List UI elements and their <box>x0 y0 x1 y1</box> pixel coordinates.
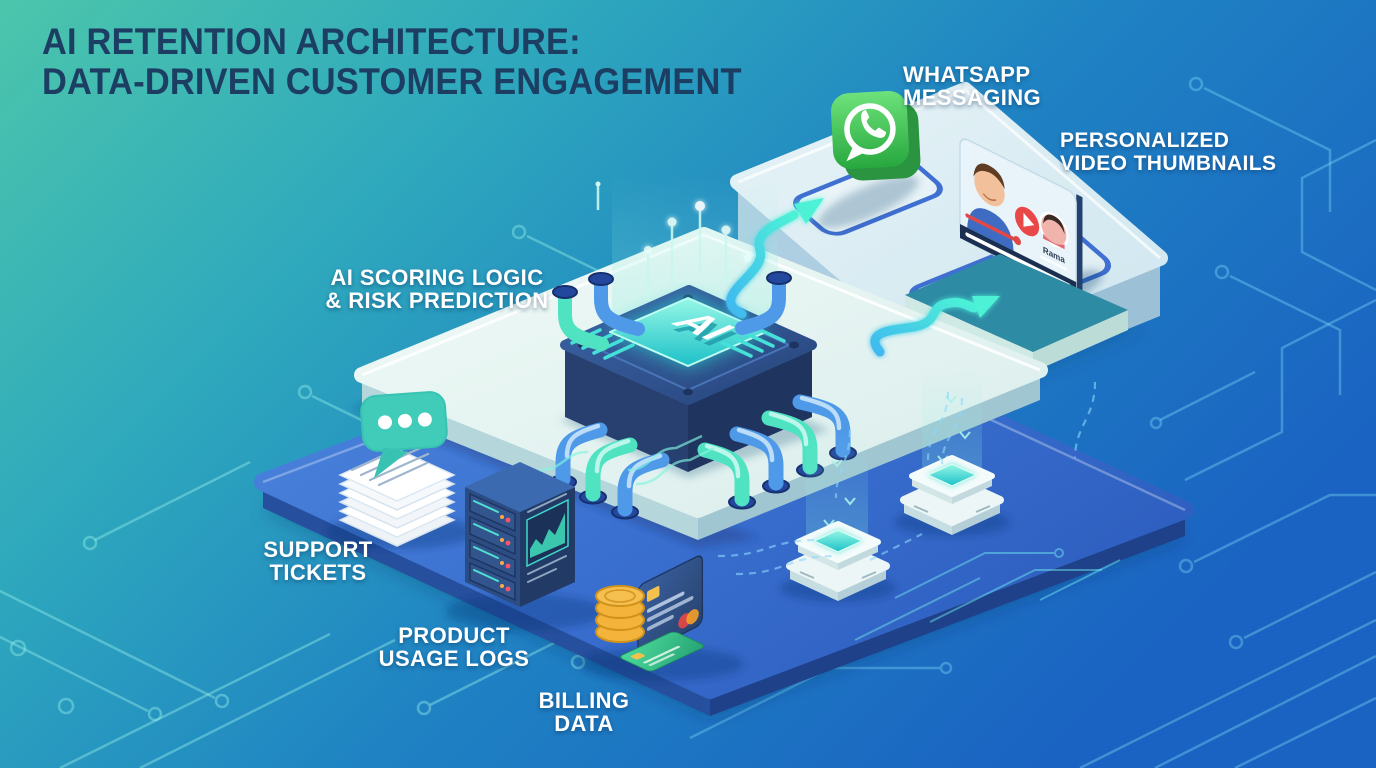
flow-arrows <box>726 198 1000 357</box>
label-billing-data: BILLING DATA <box>538 688 630 736</box>
coins-icon <box>595 585 645 643</box>
page-title: AI RETENTION ARCHITECTURE: DATA-DRIVEN C… <box>42 22 742 102</box>
title-line2: DATA-DRIVEN CUSTOMER ENGAGEMENT <box>42 61 742 102</box>
play-icon <box>1014 206 1040 237</box>
data-streams <box>539 381 1097 576</box>
label-personalized-video: PERSONALIZED VIDEO THUMBNAILS <box>1060 129 1277 175</box>
whatsapp-icon <box>817 90 921 229</box>
usage-chart-panel <box>526 493 569 583</box>
product-usage-item <box>445 462 605 630</box>
title-line1: AI RETENTION ARCHITECTURE: <box>42 21 581 62</box>
credit-card-green <box>619 631 705 672</box>
label-product-usage-logs: PRODUCT USAGE LOGS <box>378 623 530 671</box>
ai-chip: AI AI <box>549 175 857 520</box>
ticket-stack-icon <box>338 440 456 547</box>
label-whatsapp-messaging: WHATSAPP MESSAGING <box>903 62 1042 110</box>
data-nodes <box>780 368 1010 602</box>
billing-data-item <box>580 555 744 681</box>
support-tickets-item <box>326 391 474 549</box>
chat-bubble-icon <box>360 391 448 479</box>
viewer-avatar-large <box>967 163 1014 251</box>
label-support-tickets: SUPPORT TICKETS <box>263 537 373 585</box>
server-rack-icon <box>465 462 575 607</box>
platform-etched-traces <box>854 548 1121 641</box>
label-ai-scoring: AI SCORING LOGIC & RISK PREDICTION <box>325 265 549 313</box>
